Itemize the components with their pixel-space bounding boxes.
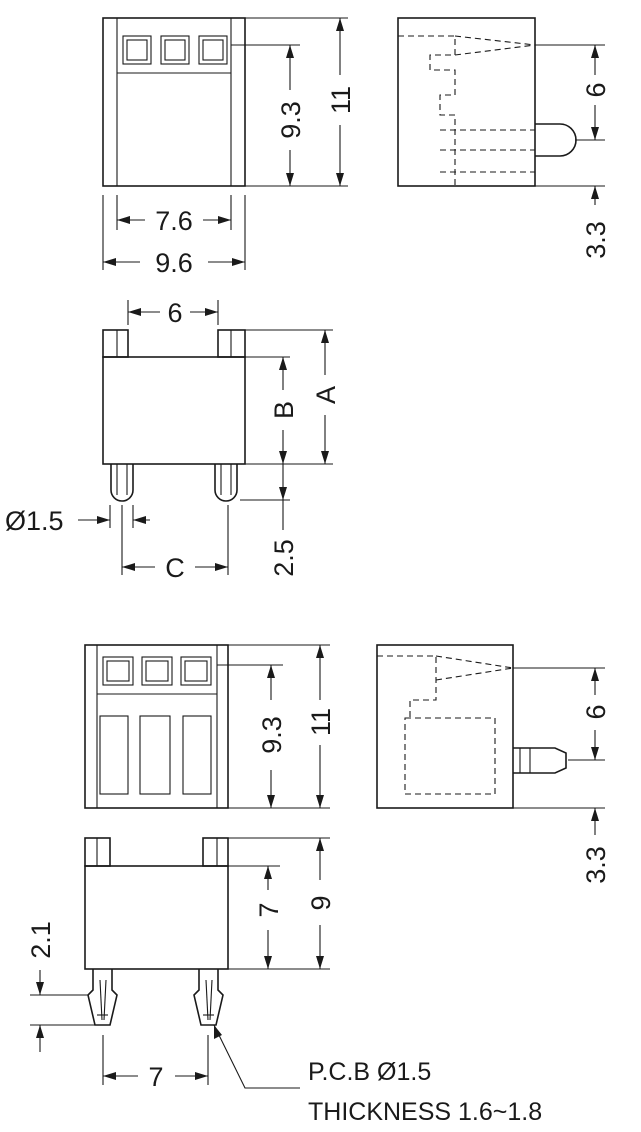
dim-mid-height-b: B [269, 401, 299, 419]
view-bottom-side [376, 644, 605, 835]
dim-bot-side-pin-height: 6 [581, 704, 611, 719]
dim-bot-body-height-inner: 7 [254, 902, 284, 917]
dim-top-front-height-outer: 11 [326, 86, 356, 114]
dim-mid-height-a: A [311, 386, 341, 404]
dim-top-side-pin-height: 6 [581, 82, 611, 97]
dim-top-front-height-inner: 9.3 [276, 101, 306, 139]
dim-mid-pin-pitch: C [165, 553, 185, 583]
dim-top-front-width-inner: 7.6 [155, 206, 193, 236]
dim-bot-pin-pitch: 7 [148, 1062, 163, 1092]
view-bottom-front [84, 644, 330, 809]
dim-bot-body-height-outer: 9 [306, 895, 336, 910]
dim-mid-pin-length: 2.5 [269, 539, 299, 577]
dim-top-side-pin-offset: 3.3 [581, 221, 611, 259]
dim-bot-pin-length: 2.1 [26, 921, 56, 959]
dim-bot-side-pin-offset: 3.3 [581, 846, 611, 884]
dim-top-front-width-outer: 9.6 [155, 248, 193, 278]
dim-mid-pin-dia: Ø1.5 [5, 506, 64, 536]
view-bottom-body [30, 837, 330, 1089]
note-pcb-diameter: P.C.B Ø1.5 [308, 1058, 431, 1086]
dim-bot-front-height-outer: 11 [306, 708, 336, 736]
dim-bot-front-height-inner: 9.3 [257, 716, 287, 754]
view-top-front [102, 17, 348, 270]
view-top-side [397, 17, 605, 205]
note-thickness: THICKNESS 1.6~1.8 [308, 1098, 542, 1126]
dim-mid-top-width: 6 [167, 298, 182, 328]
view-middle [78, 300, 333, 575]
